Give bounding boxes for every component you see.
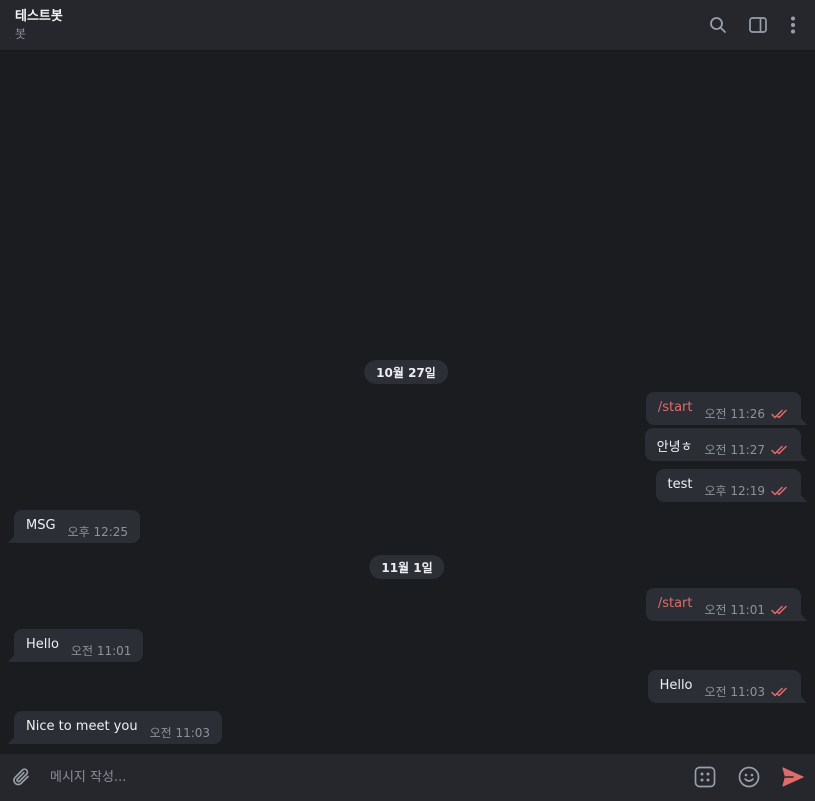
double-check-icon <box>771 605 789 615</box>
double-check-icon <box>771 687 789 697</box>
message-list[interactable]: 10월 27일 /start 오전 11:26 안녕ㅎ 오전 11:27 tes… <box>0 52 815 754</box>
chat-title[interactable]: 테스트봇 <box>15 9 63 24</box>
message-meta: 오후 12:19 <box>705 482 789 499</box>
send-icon[interactable] <box>781 765 805 789</box>
message-bubble-outgoing[interactable]: Hello 오전 11:03 <box>647 670 808 703</box>
search-icon[interactable] <box>706 13 730 37</box>
sidebar-toggle-icon[interactable] <box>746 13 770 37</box>
message-text: Hello <box>26 637 59 652</box>
message-bubble-outgoing[interactable]: test 오후 12:19 <box>655 469 808 502</box>
more-vertical-icon[interactable] <box>781 13 805 37</box>
message-meta: 오전 11:26 <box>705 405 789 422</box>
message-text: test <box>667 477 693 492</box>
message-text: 안녕ㅎ <box>656 440 693 455</box>
message-bubble-outgoing[interactable]: 안녕ㅎ 오전 11:27 <box>644 428 808 461</box>
message-text: Hello <box>659 678 693 693</box>
emoji-icon[interactable] <box>737 765 761 789</box>
message-bubble-incoming[interactable]: Hello 오전 11:01 <box>7 629 144 662</box>
message-text[interactable]: /start <box>657 400 693 415</box>
message-meta: 오전 11:27 <box>705 441 789 458</box>
message-bubble-incoming[interactable]: Nice to meet you 오전 11:03 <box>7 711 223 744</box>
message-text: MSG <box>26 518 56 533</box>
message-time: 오전 11:01 <box>70 644 132 658</box>
message-time: 오전 11:01 <box>704 603 765 617</box>
message-time: 오전 11:03 <box>704 685 765 699</box>
message-text: Nice to meet you <box>26 719 138 734</box>
double-check-icon <box>771 409 789 419</box>
message-meta: 오전 11:01 <box>71 642 131 659</box>
message-time: 오전 11:27 <box>704 443 765 457</box>
message-time: 오후 12:25 <box>67 525 129 539</box>
message-time: 오후 12:19 <box>704 484 765 498</box>
chat-header: 테스트봇 봇 <box>0 0 815 51</box>
message-bubble-incoming[interactable]: MSG 오후 12:25 <box>7 510 141 543</box>
date-separator: 11월 1일 <box>369 555 445 579</box>
message-bubble-outgoing[interactable]: /start 오전 11:26 <box>645 392 808 425</box>
chat-subtitle: 봇 <box>15 27 27 41</box>
double-check-icon <box>771 445 789 455</box>
date-separator: 10월 27일 <box>364 360 448 384</box>
message-input[interactable] <box>50 765 650 789</box>
message-meta: 오전 11:03 <box>150 724 210 741</box>
message-meta: 오전 11:03 <box>705 683 789 700</box>
message-bubble-outgoing[interactable]: /start 오전 11:01 <box>645 588 808 621</box>
message-text[interactable]: /start <box>657 596 693 611</box>
double-check-icon <box>771 486 789 496</box>
message-composer <box>0 754 815 801</box>
commands-icon[interactable] <box>693 765 717 789</box>
paperclip-icon[interactable] <box>10 765 34 789</box>
message-time: 오전 11:03 <box>149 726 211 740</box>
message-meta: 오전 11:01 <box>705 601 789 618</box>
message-meta: 오후 12:25 <box>68 523 128 540</box>
message-time: 오전 11:26 <box>704 407 765 421</box>
